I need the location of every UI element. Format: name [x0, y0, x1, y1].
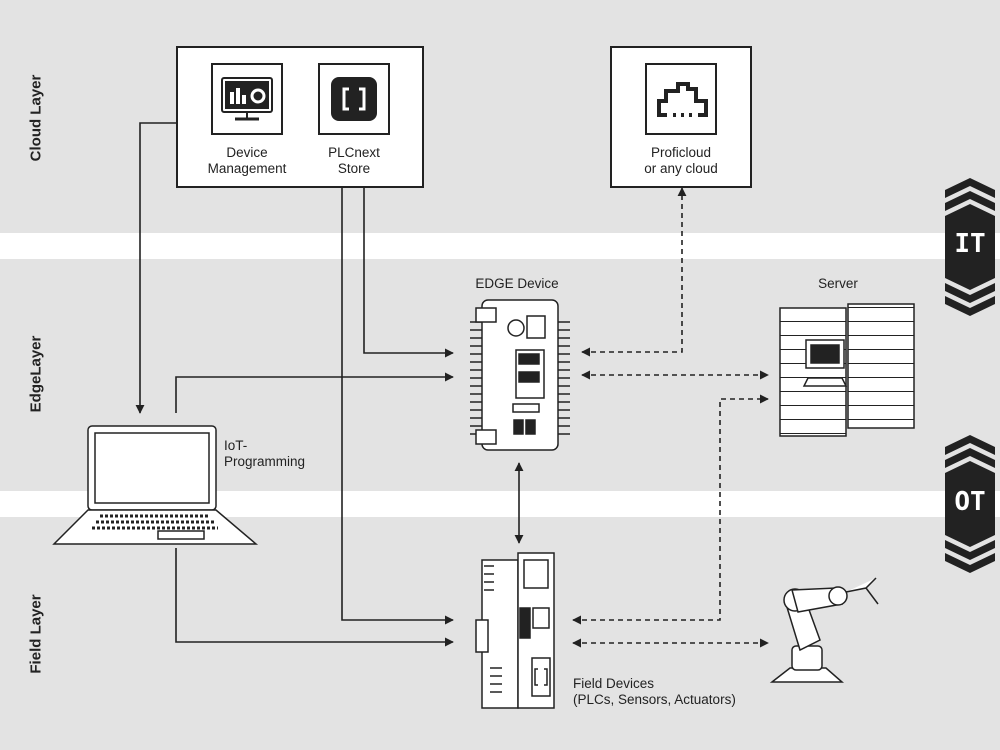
server-label: Server [818, 276, 858, 291]
plc-device-illustration [475, 552, 555, 709]
field-devices-label: Field Devices (PLCs, Sensors, Actuators) [573, 676, 736, 707]
iot-programming-label: IoT- Programming [224, 438, 306, 469]
cloud-layer-band [0, 0, 1000, 233]
robot-arm-illustration [769, 577, 879, 683]
monitor-gear-icon [221, 77, 273, 121]
server-illustration [779, 303, 915, 437]
laptop-illustration [52, 425, 259, 545]
plcnext-store-icon [331, 77, 377, 121]
ot-badge-graphic [945, 435, 995, 573]
cloud-icon [657, 82, 708, 117]
it-badge-graphic [945, 178, 995, 316]
proficloud-label: Proficloud or any cloud [644, 145, 718, 176]
edge-device-label: EDGE Device [475, 276, 559, 291]
plcnext-store-tile [318, 63, 390, 135]
device-management-label: Device Management [207, 145, 287, 176]
plcnext-store-label: PLCnext Store [328, 145, 380, 176]
edge-device-illustration [470, 299, 570, 451]
